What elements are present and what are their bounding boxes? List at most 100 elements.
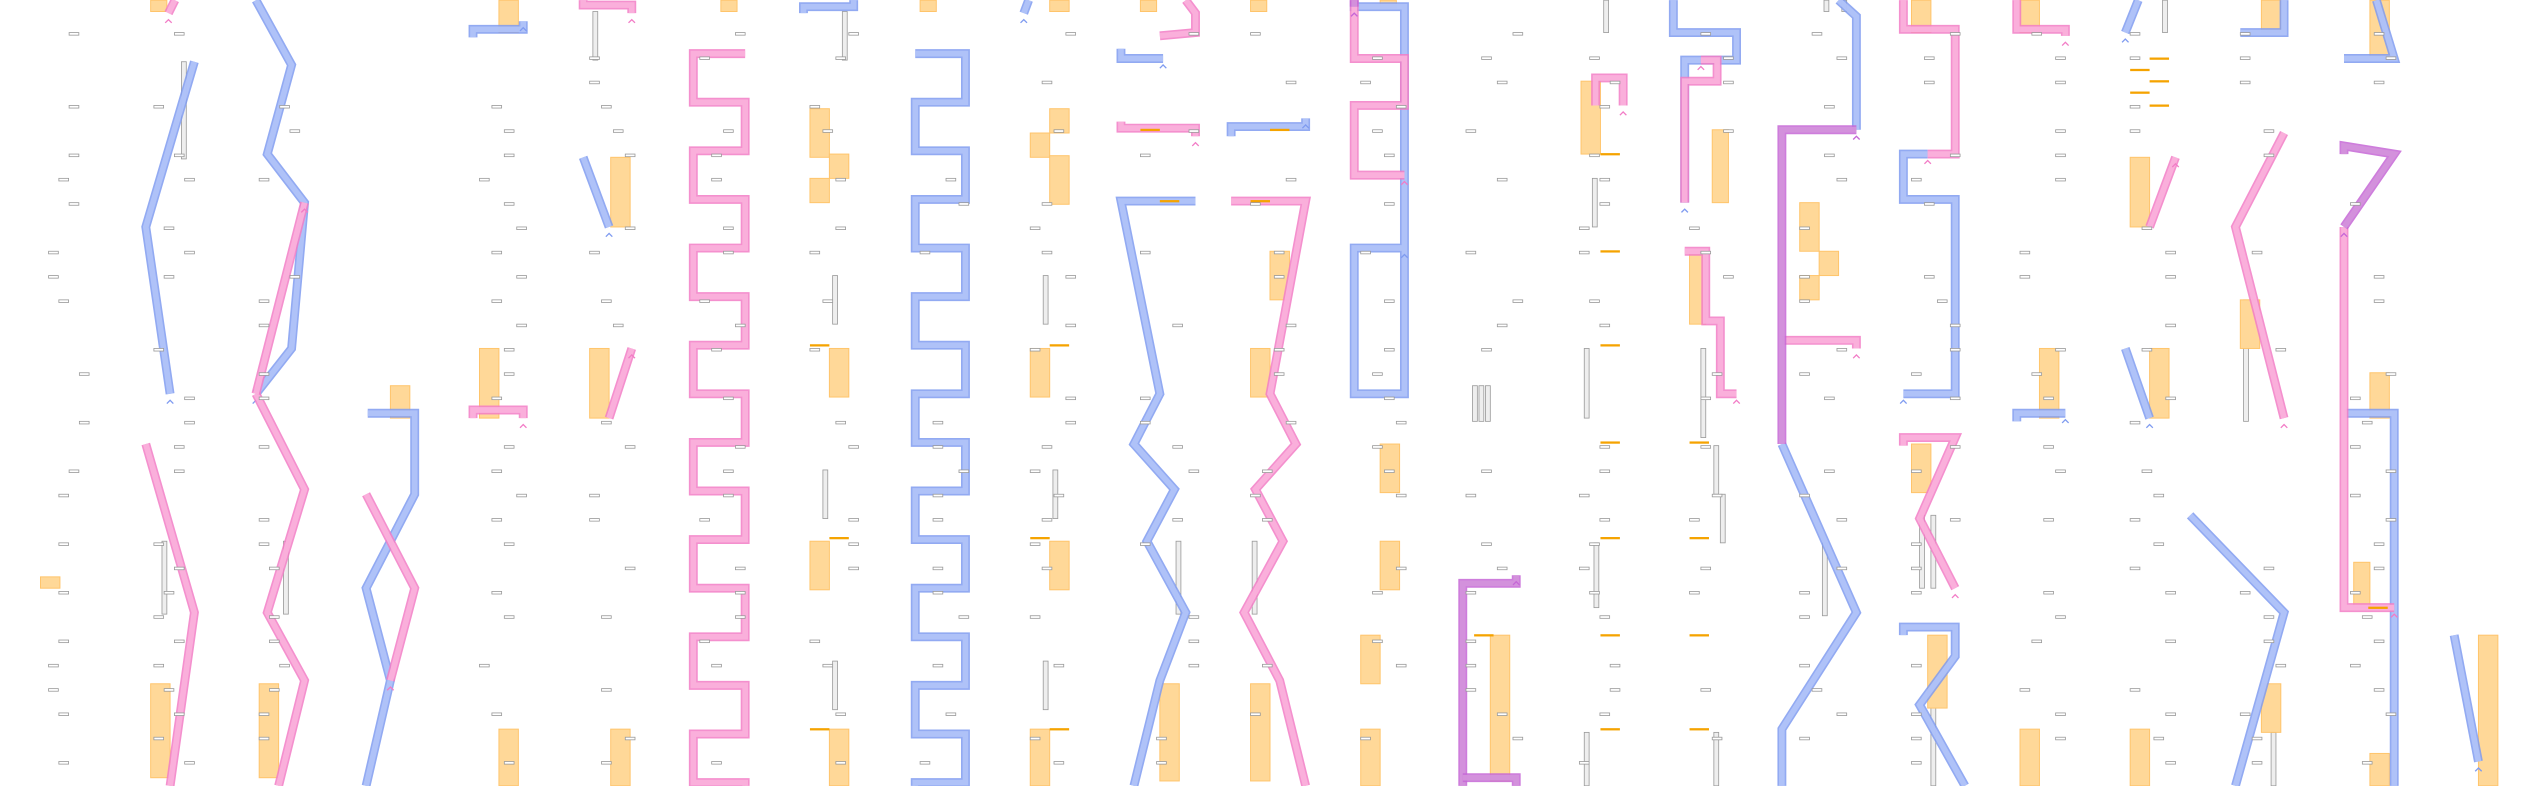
orange-bar	[2019, 728, 2040, 786]
gray-marker	[2141, 348, 2153, 352]
gray-marker	[735, 615, 746, 619]
gray-marker	[2129, 566, 2141, 571]
gray-marker	[2129, 32, 2141, 36]
gray-marker	[1836, 712, 1848, 716]
gray-guide-line	[1251, 540, 1258, 615]
gray-marker	[1700, 445, 1712, 449]
arrow-head-icon	[1697, 65, 1705, 71]
gray-marker	[699, 639, 710, 644]
blue-path	[2122, 347, 2153, 420]
orange-bar	[589, 347, 610, 419]
gray-marker	[1496, 80, 1508, 85]
gray-marker	[1911, 663, 1922, 668]
arrow-head-icon	[1400, 253, 1409, 259]
blue-path	[1779, 442, 1860, 786]
gray-marker	[1395, 420, 1407, 425]
pink-path	[1900, 0, 1959, 157]
gray-marker	[503, 615, 515, 619]
gray-marker	[1188, 663, 1200, 668]
gray-marker	[78, 420, 90, 425]
gray-marker	[2043, 396, 2054, 401]
gray-marker	[1836, 348, 1848, 352]
gray-marker	[1836, 56, 1848, 60]
gray-marker	[1496, 712, 1508, 716]
gray-marker	[1384, 153, 1395, 158]
gray-marker	[1029, 226, 1041, 230]
gray-marker	[1273, 372, 1285, 376]
orange-bar	[2038, 347, 2060, 419]
gray-marker	[503, 202, 515, 206]
gray-marker	[612, 323, 624, 328]
gray-marker	[958, 615, 970, 619]
orange-bar	[919, 0, 937, 12]
gray-marker	[2153, 493, 2165, 498]
gray-marker	[503, 372, 515, 376]
orange-ticks	[809, 57, 2388, 731]
gray-marker	[2129, 518, 2141, 522]
gray-marker	[258, 323, 270, 328]
gray-marker	[1578, 493, 1590, 498]
gray-marker	[1360, 80, 1371, 85]
gray-marker	[269, 639, 280, 644]
arrow-head-icon	[1301, 123, 1310, 129]
gray-marker	[835, 177, 846, 182]
gray-marker	[2055, 736, 2066, 741]
gray-marker	[1949, 153, 1961, 158]
gray-guide-line	[1472, 385, 1478, 422]
gray-marker	[1512, 32, 1524, 36]
gray-marker	[1949, 445, 1961, 449]
gray-marker	[491, 105, 503, 109]
gray-marker	[932, 420, 944, 425]
gray-marker	[822, 129, 834, 133]
gray-marker	[624, 153, 636, 158]
orange-bar	[1029, 132, 1051, 158]
orange-bar	[1049, 108, 1070, 134]
gray-marker	[1156, 761, 1167, 765]
gray-marker	[503, 445, 515, 449]
gray-marker	[2153, 736, 2165, 741]
gray-marker	[153, 542, 165, 546]
blue-path	[2451, 634, 2482, 763]
gray-marker	[1273, 275, 1285, 279]
gray-marker	[2239, 80, 2251, 85]
gray-marker	[1578, 226, 1590, 230]
gray-marker	[2350, 663, 2361, 668]
gray-marker	[2165, 323, 2176, 328]
gray-marker	[516, 493, 527, 498]
gray-marker	[1723, 275, 1734, 279]
gray-guide-line	[1713, 445, 1720, 495]
gray-marker	[2385, 712, 2397, 716]
gray-marker	[1578, 761, 1590, 765]
gray-marker	[1599, 615, 1611, 619]
gray-marker	[1836, 177, 1848, 182]
gray-marker	[601, 615, 612, 619]
pink-path	[580, 0, 635, 14]
blue-path	[142, 60, 198, 395]
blue-path	[1021, 0, 1032, 15]
gray-marker	[491, 469, 503, 473]
gray-marker	[1140, 153, 1151, 158]
orange-tick	[1049, 728, 1070, 731]
gray-marker	[258, 372, 270, 376]
gray-marker	[1188, 639, 1200, 644]
gray-marker	[1465, 493, 1477, 498]
gray-marker	[2263, 639, 2275, 644]
gray-marker	[1029, 348, 1041, 352]
gray-marker	[2043, 518, 2054, 522]
gray-marker	[1512, 299, 1524, 303]
gray-marker	[723, 493, 734, 498]
gray-marker	[2385, 518, 2397, 522]
pink-path	[690, 50, 748, 786]
gray-marker	[58, 542, 69, 546]
gray-marker	[2251, 250, 2263, 255]
arrow-head-icon	[2171, 162, 2180, 168]
gray-marker	[735, 323, 746, 328]
gray-marker	[624, 566, 636, 571]
gray-marker	[2373, 275, 2385, 279]
gray-marker	[184, 250, 195, 255]
gray-marker	[491, 591, 503, 595]
gray-marker	[1924, 275, 1935, 279]
gray-marker	[1599, 518, 1611, 522]
gray-marker	[1384, 299, 1395, 303]
arrow-head-icon	[1020, 18, 1028, 24]
